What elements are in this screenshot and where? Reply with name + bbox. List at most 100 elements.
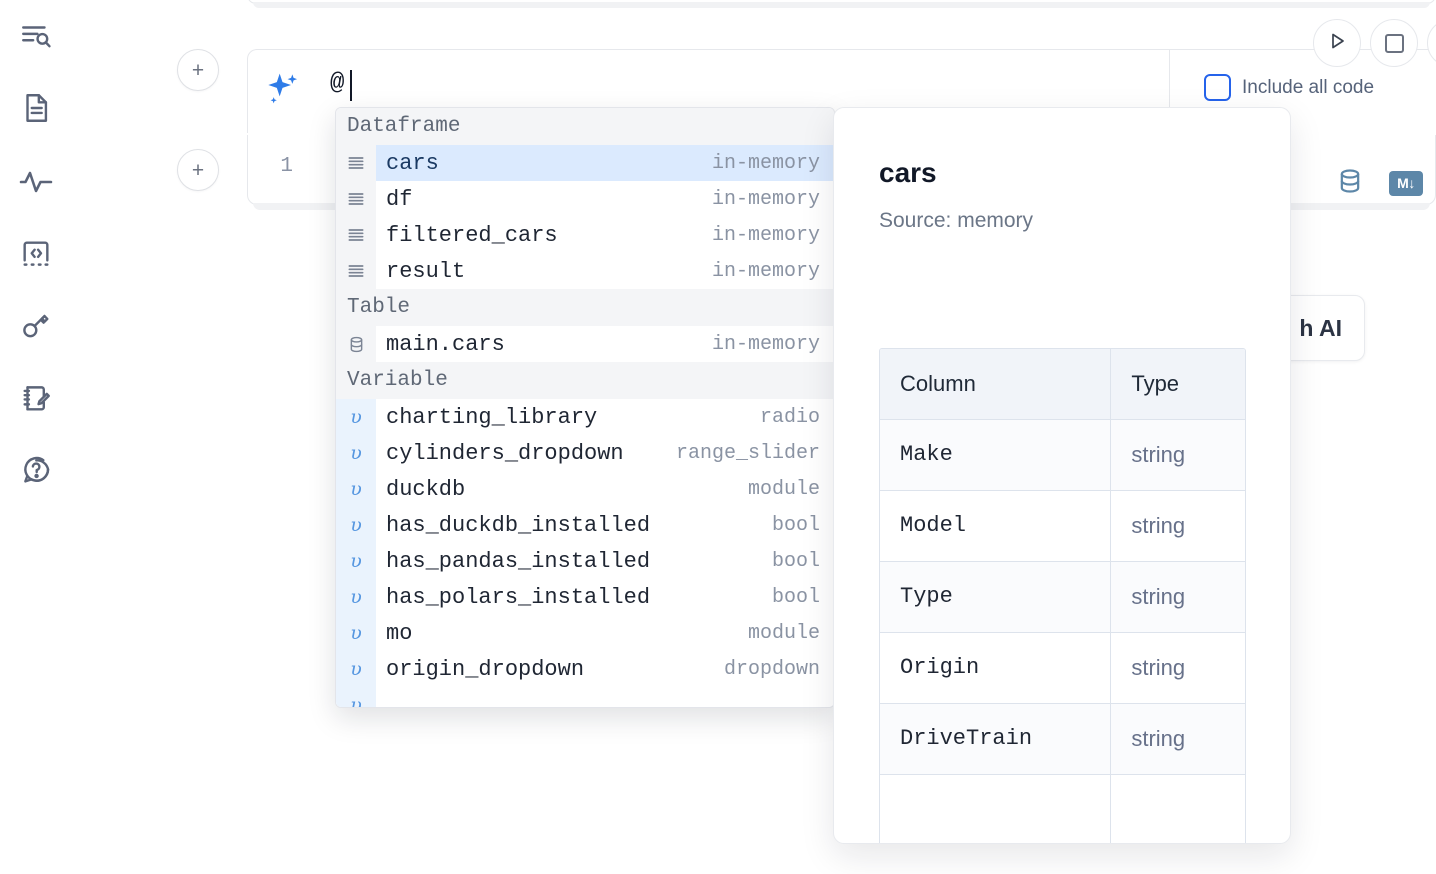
autocomplete-item-meta: in-memory xyxy=(711,259,820,283)
schema-table-row-partial xyxy=(880,774,1245,843)
sidebar-item-activity[interactable] xyxy=(16,162,56,202)
autocomplete-item[interactable]: cars in-memory xyxy=(336,145,834,181)
autocomplete-item-label: has_pandas_installed xyxy=(386,548,651,574)
schema-column-name: DriveTrain xyxy=(880,704,1112,774)
schema-column-type: string xyxy=(1131,584,1186,609)
autocomplete-item-meta: bool xyxy=(771,549,820,573)
schema-table-row: Origin string xyxy=(880,632,1245,703)
autocomplete-item[interactable]: υ charting_library radio xyxy=(336,399,834,435)
dataframe-icon xyxy=(336,253,376,289)
run-button[interactable] xyxy=(1313,19,1361,67)
autocomplete-item-label: main.cars xyxy=(386,331,505,357)
schema-column-type xyxy=(1111,775,1245,843)
document-icon xyxy=(19,91,53,125)
stop-icon xyxy=(1384,33,1404,53)
dataframe-doc-panel: cars Source: memory 428 rows, 15 columns… xyxy=(833,107,1291,844)
sidebar-item-snippets[interactable] xyxy=(16,234,56,274)
autocomplete-section-header: Variable xyxy=(336,362,834,399)
variable-icon: υ xyxy=(336,435,376,471)
dataframe-icon xyxy=(336,181,376,217)
autocomplete-item[interactable]: υ has_polars_installed bool xyxy=(336,579,834,615)
include-all-code-checkbox[interactable] xyxy=(1204,74,1231,101)
autocomplete-item-label: mo xyxy=(386,620,413,646)
autocomplete-item-label: result xyxy=(386,258,466,284)
autocomplete-item[interactable]: υ origin_dropdown dropdown xyxy=(336,651,834,687)
doc-title: cars xyxy=(879,157,937,188)
autocomplete-item[interactable]: υ has_duckdb_installed bool xyxy=(336,507,834,543)
line-number: 1 xyxy=(280,155,293,178)
ai-prompt-input[interactable]: @ xyxy=(330,70,345,97)
include-all-code-label: Include all code xyxy=(1242,76,1375,98)
variable-icon: υ xyxy=(336,579,376,615)
scratchpad-icon xyxy=(19,381,53,415)
schema-column-name xyxy=(880,775,1112,843)
schema-header-column: Column xyxy=(880,349,1112,419)
autocomplete-item-meta: dropdown xyxy=(723,657,820,681)
markdown-cell-button[interactable]: M↓ xyxy=(1389,168,1423,198)
sidebar-item-scratchpad[interactable] xyxy=(16,378,56,418)
database-icon xyxy=(336,326,376,362)
autocomplete-item-partial[interactable]: υ xyxy=(336,687,834,707)
autocomplete-item-label: duckdb xyxy=(386,476,466,502)
play-icon xyxy=(1325,29,1349,58)
autocomplete-item-meta: module xyxy=(747,621,820,645)
autocomplete-item-label: charting_library xyxy=(386,404,598,430)
variable-icon: υ xyxy=(336,615,376,651)
dataframe-icon xyxy=(336,217,376,253)
autocomplete-item-meta: in-memory xyxy=(711,151,820,175)
variable-icon: υ xyxy=(336,651,376,687)
variable-icon: υ xyxy=(336,687,376,707)
autocomplete-item-meta: range_slider xyxy=(675,441,820,465)
sidebar-item-search-outline[interactable] xyxy=(16,16,56,56)
sidebar-item-document[interactable] xyxy=(16,88,56,128)
schema-table-row: DriveTrain string xyxy=(880,703,1245,774)
schema-header-type: Type xyxy=(1131,371,1180,396)
autocomplete-item-label: cars xyxy=(386,150,439,176)
autocomplete-item[interactable]: result in-memory xyxy=(336,253,834,289)
schema-column-type: string xyxy=(1131,726,1186,751)
schema-column-type: string xyxy=(1131,655,1186,680)
variable-icon: υ xyxy=(336,399,376,435)
dataframe-icon xyxy=(336,145,376,181)
add-cell-button-bottom[interactable]: + xyxy=(177,149,219,191)
sparkle-icon xyxy=(263,70,303,110)
autocomplete-item-meta: bool xyxy=(771,513,820,537)
stop-button[interactable] xyxy=(1370,19,1418,67)
variable-icon: υ xyxy=(336,471,376,507)
autocomplete-item-label: has_polars_installed xyxy=(386,584,651,610)
autocomplete-item-meta: bool xyxy=(771,585,820,609)
autocomplete-item-label: origin_dropdown xyxy=(386,656,585,682)
schema-column-type: string xyxy=(1131,513,1186,538)
include-all-code-row[interactable]: Include all code xyxy=(1204,74,1374,101)
add-cell-button-top[interactable]: + xyxy=(177,49,219,91)
variable-icon: υ xyxy=(336,507,376,543)
autocomplete-section-header: Table xyxy=(336,289,834,326)
schema-column-name: Origin xyxy=(880,633,1112,703)
search-outline-icon xyxy=(19,19,53,53)
doc-source: Source: memory xyxy=(879,209,1034,232)
sidebar-item-help[interactable] xyxy=(16,450,56,490)
autocomplete-item-meta: radio xyxy=(759,405,820,429)
autocomplete-item-meta: in-memory xyxy=(711,223,820,247)
previous-cell-shadow xyxy=(253,2,1430,8)
sql-cell-button[interactable] xyxy=(1333,168,1367,198)
schema-table-header: Column Type xyxy=(880,349,1245,419)
autocomplete-item-meta: in-memory xyxy=(711,187,820,211)
autocomplete-item-label: has_duckdb_installed xyxy=(386,512,651,538)
code-brackets-icon xyxy=(19,237,53,271)
schema-column-name: Make xyxy=(880,420,1112,490)
sidebar-item-secrets[interactable] xyxy=(16,306,56,346)
